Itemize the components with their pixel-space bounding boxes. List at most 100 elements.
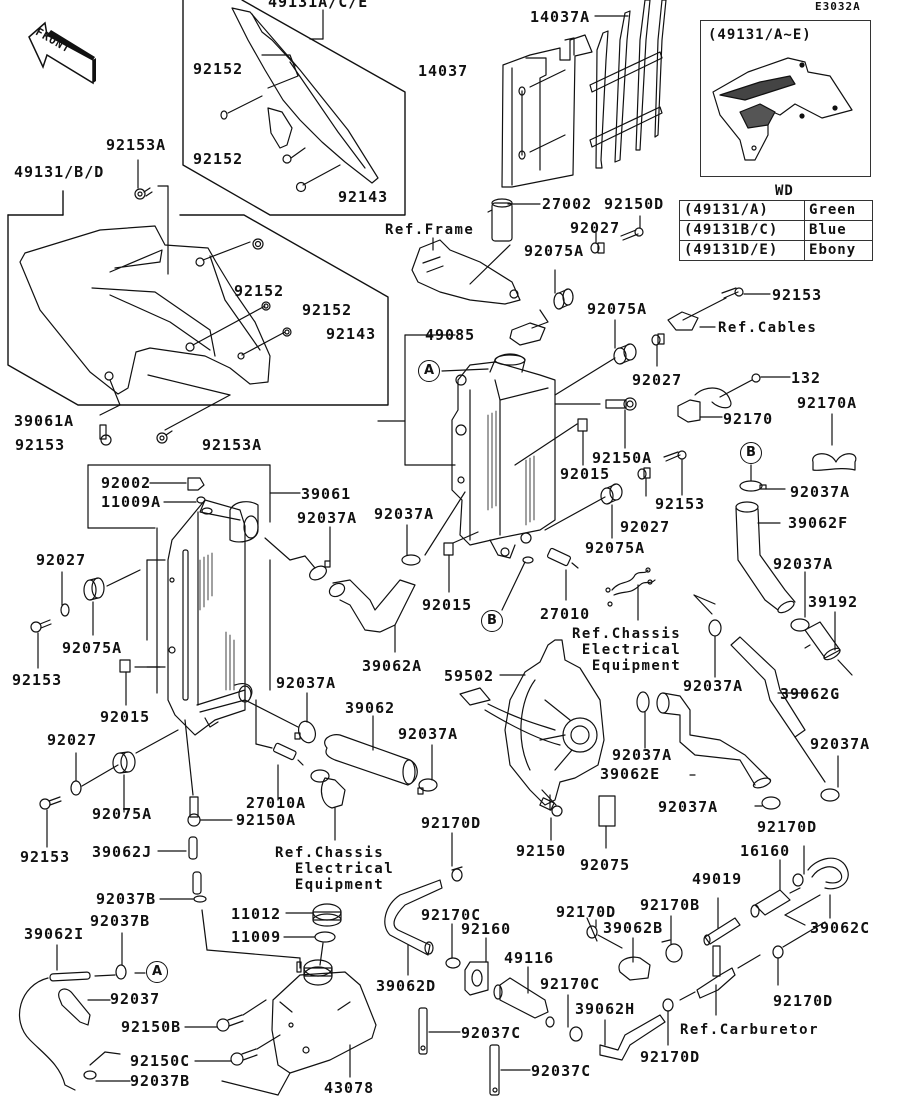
collar-92027-lower-left <box>70 752 119 796</box>
bolt-92150A-right <box>554 397 637 449</box>
gasket-11009 <box>283 931 336 966</box>
grommet-92075A-right <box>554 319 637 396</box>
clamp-92170D-c <box>662 998 674 1046</box>
part-label: 14037A <box>530 8 591 26</box>
part-label: 39062G <box>780 685 841 703</box>
part-label: 92150A <box>236 811 297 829</box>
part-label: 92037A <box>658 798 719 816</box>
part-label: 92170D <box>556 903 617 921</box>
part-label: 11009A <box>101 493 162 511</box>
ref-frame: Ref.Frame <box>385 222 475 238</box>
part-label: 92170D <box>640 1048 701 1066</box>
part-label: 92153 <box>15 436 66 454</box>
radiator-louver-14037A <box>589 0 667 169</box>
part-label: 92150A <box>592 449 653 467</box>
clamp-92170C-a <box>445 923 461 969</box>
color-table: (49131/A)Green (49131B/C)Blue (49131D/E)… <box>678 200 873 261</box>
part-label: 92152 <box>193 150 244 168</box>
radiator-right-39061A <box>377 334 556 559</box>
clamp-92170B <box>661 915 683 963</box>
part-label: 49131/B/D <box>14 163 105 181</box>
clamp-92170A <box>812 413 857 472</box>
shroud-lower-group-box <box>7 190 389 406</box>
part-label: 92037B <box>96 890 157 908</box>
hose-39062A <box>264 537 416 653</box>
clamp-92037A-39062-right <box>417 744 438 795</box>
part-label: 92153 <box>12 671 63 689</box>
clamp-92037 <box>58 988 111 1026</box>
hose-39062B <box>618 937 651 981</box>
hose-39062E <box>656 692 772 789</box>
collar-92027-lower <box>637 467 651 497</box>
clamp-92170C-b <box>567 994 583 1042</box>
part-cell: (49131B/C) <box>678 220 806 241</box>
part-label: 92152 <box>234 282 285 300</box>
part-label: 39062D <box>376 977 437 995</box>
clip-chassis-ref <box>320 777 346 841</box>
color-cell: Green <box>804 200 873 221</box>
fitting-39192 <box>804 611 853 676</box>
part-label: 14037 <box>418 62 469 80</box>
part-label: 92143 <box>326 325 377 343</box>
hose-39062J <box>157 836 202 895</box>
bolt-92150 <box>539 789 563 841</box>
part-label: 92152 <box>302 301 353 319</box>
bolt-92153A-bottom <box>156 430 173 444</box>
collar-92027-left <box>60 571 70 617</box>
part-label: 39062E <box>600 765 661 783</box>
callout-b: B <box>481 610 503 632</box>
valve-16160 <box>750 859 801 918</box>
shroud-left-part <box>19 225 292 431</box>
cap-27002 <box>487 198 541 242</box>
part-label: 92027 <box>570 219 621 237</box>
vent-49019 <box>703 897 741 946</box>
part-label: 39062 <box>345 699 396 717</box>
part-label: 92037B <box>90 912 151 930</box>
clamp-92170D-e <box>792 845 805 887</box>
part-label: 92075 <box>580 856 631 874</box>
hose-39062C <box>784 857 849 926</box>
clip-92015-mid <box>443 531 479 593</box>
part-label: 92152 <box>193 60 244 78</box>
diagram-code: E3032A <box>815 0 861 13</box>
part-label: 39062C <box>810 919 871 937</box>
part-label: 92075A <box>92 805 153 823</box>
part-label: 49019 <box>692 870 743 888</box>
clamp-92037A-39062-left <box>244 692 317 744</box>
part-label: 92160 <box>461 920 512 938</box>
clamp-92037B-mid <box>115 932 146 980</box>
clamp-92037B-top <box>159 895 301 969</box>
inset-shroud-illustration <box>712 57 853 161</box>
part-label: 39062B <box>603 919 664 937</box>
hose-39062 <box>324 715 418 786</box>
ref-carburetor: Ref.Carburetor <box>680 1022 820 1038</box>
bolt-92153-left <box>30 619 52 669</box>
bracket-92170 <box>677 373 791 423</box>
part-label: 92037A <box>398 725 459 743</box>
part-label: 39061A <box>14 412 75 430</box>
clamp-92037A-E2 <box>754 796 781 810</box>
part-label: 92037A <box>790 483 851 501</box>
part-label: 92150 <box>516 842 567 860</box>
plug-92002 <box>149 477 205 491</box>
part-label: 59502 <box>444 667 495 685</box>
part-label: 39062I <box>24 925 85 943</box>
clip-92015-left <box>119 659 131 706</box>
hose-39062I <box>19 944 116 1091</box>
bolt-92150D <box>620 215 644 241</box>
clip-92015-right <box>514 418 588 466</box>
grommet-92075A-top <box>531 269 574 329</box>
part-cell: (49131/A) <box>678 200 806 221</box>
clamp-92037B-bottom <box>83 1051 131 1082</box>
part-label: 39062J <box>92 843 153 861</box>
hose-39062G <box>693 594 826 783</box>
part-label: 92170A <box>797 394 858 412</box>
clamp-92037A-E <box>636 691 650 749</box>
part-label: 92037A <box>683 677 744 695</box>
fan-59502 <box>459 639 605 811</box>
part-label: 92170D <box>757 818 818 836</box>
bolt-92150A-lower <box>184 719 233 827</box>
grommet-92075A-left <box>83 569 141 636</box>
part-label: 132 <box>791 369 822 387</box>
part-label: 92027 <box>36 551 87 569</box>
